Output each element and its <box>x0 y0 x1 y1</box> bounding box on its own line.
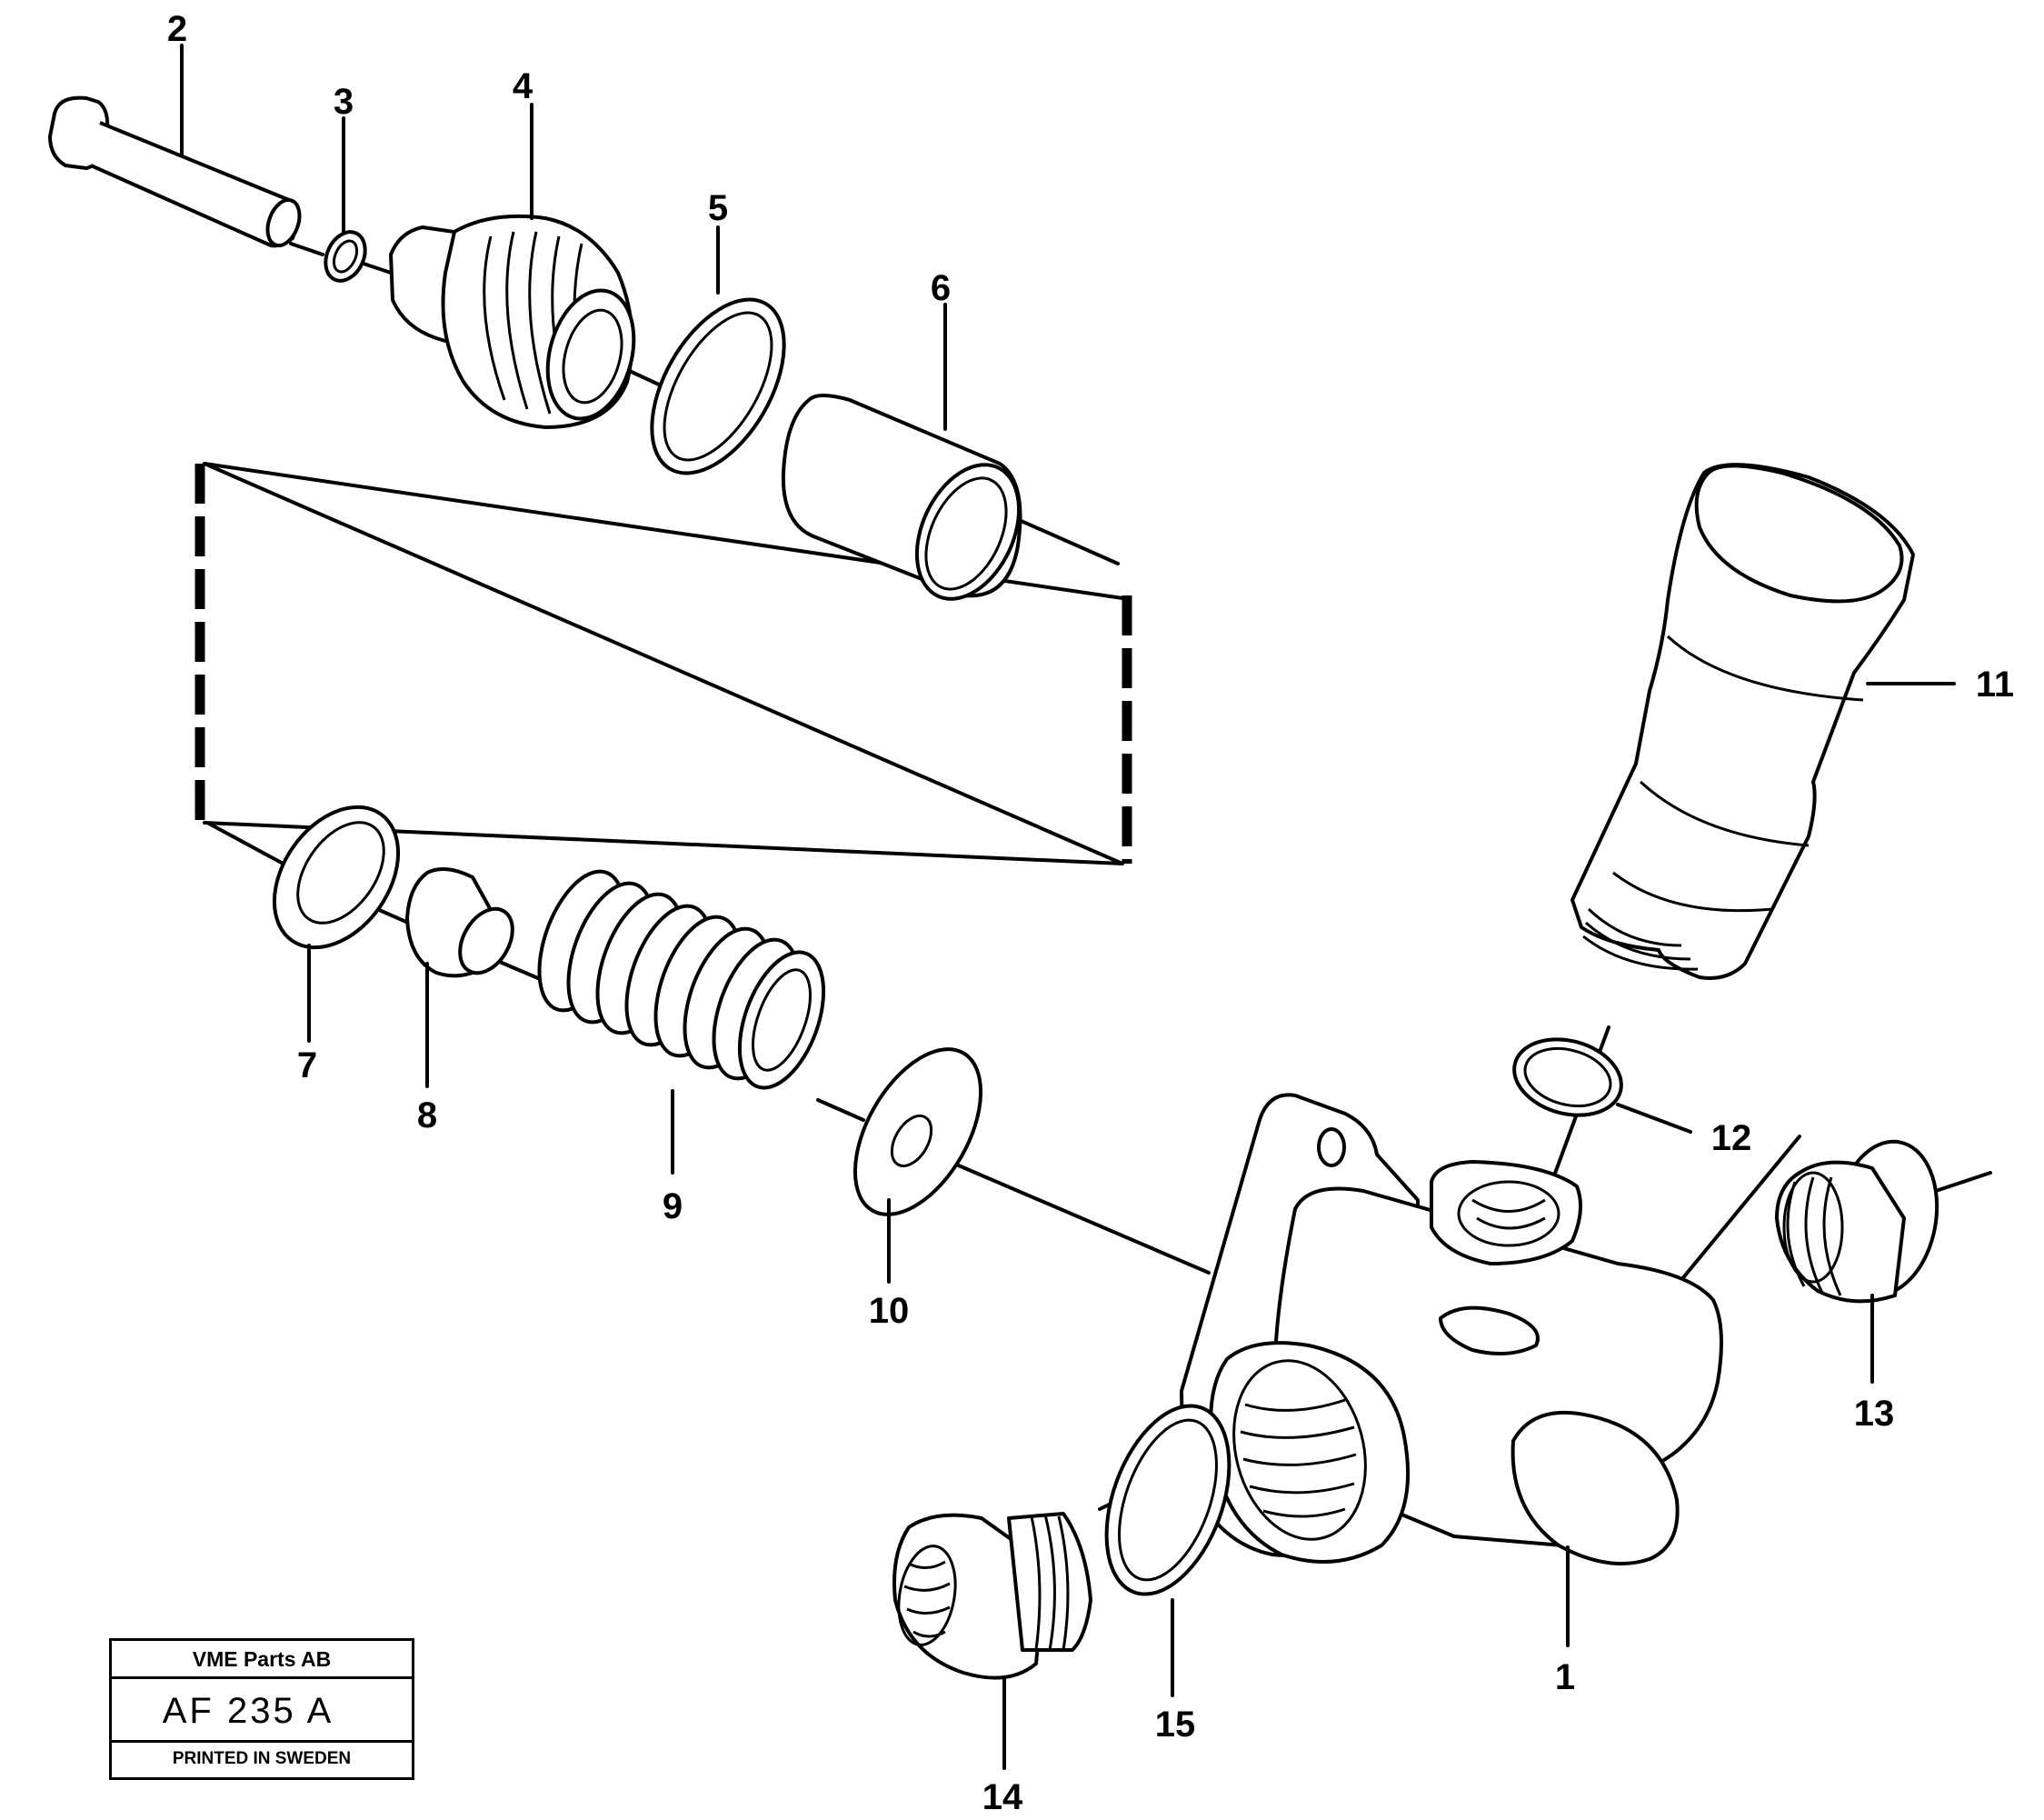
part-5-o-ring <box>650 297 786 475</box>
callout-label-9: 9 <box>663 1186 683 1226</box>
callout-label-13: 13 <box>1854 1394 1895 1434</box>
part-3-small-o-ring <box>324 230 367 283</box>
part-13-threaded-plug <box>1775 1139 1939 1304</box>
part-2-pin <box>48 95 302 248</box>
part-6-sleeve <box>781 394 1022 601</box>
title-block-drawing-code: AF 235 A <box>112 1679 412 1743</box>
callout-labels: 2 3 4 5 6 7 8 9 10 11 12 13 1 14 15 <box>167 9 2014 1817</box>
part-1-pump-housing <box>1180 1093 1723 1565</box>
part-4-threaded-plug <box>389 214 636 429</box>
title-block: VME Parts AB AF 235 A PRINTED IN SWEDEN <box>109 1638 414 1780</box>
callout-label-2: 2 <box>167 9 187 49</box>
callout-label-12: 12 <box>1711 1118 1752 1158</box>
part-14-hex-plug <box>892 1512 1092 1680</box>
part-8-valve-seat <box>405 867 514 978</box>
callout-label-6: 6 <box>931 268 951 308</box>
callout-label-15: 15 <box>1155 1705 1196 1745</box>
callout-label-3: 3 <box>334 82 354 122</box>
title-block-printed: PRINTED IN SWEDEN <box>172 1749 352 1768</box>
part-9-spring <box>537 869 826 1090</box>
callout-leader-lines <box>180 44 1956 1770</box>
title-block-company: VME Parts AB <box>112 1641 412 1679</box>
callout-label-1: 1 <box>1555 1657 1575 1697</box>
part-10-washer <box>852 1047 983 1216</box>
part-11-filter-cap <box>1570 463 1915 980</box>
callout-label-7: 7 <box>297 1045 317 1085</box>
part-7-seal-ring <box>272 805 401 950</box>
part-15-sealing-ring <box>1104 1404 1231 1596</box>
callout-label-14: 14 <box>982 1777 1023 1817</box>
callout-label-10: 10 <box>869 1291 910 1331</box>
callout-label-4: 4 <box>513 66 533 106</box>
callout-label-8: 8 <box>417 1095 437 1135</box>
part-12-o-ring <box>1512 1037 1623 1117</box>
callout-label-11: 11 <box>1976 665 2014 705</box>
callout-label-5: 5 <box>708 188 728 228</box>
